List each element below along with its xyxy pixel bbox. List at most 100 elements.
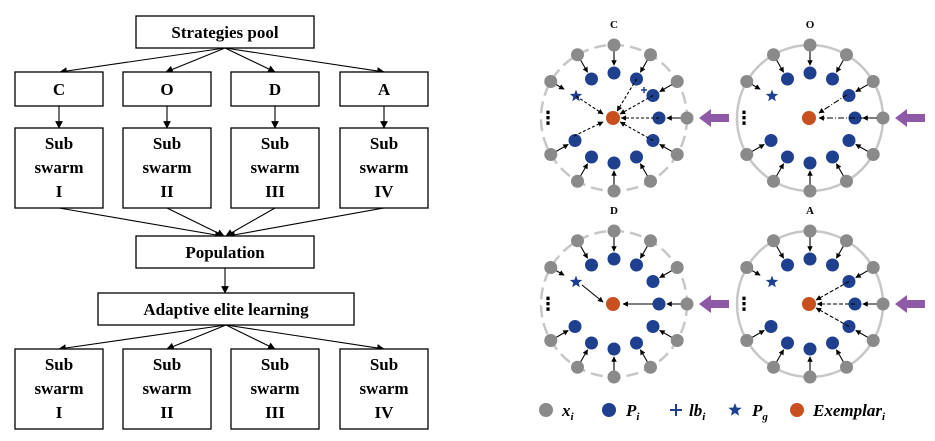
gray-particle: [571, 360, 584, 374]
legend-label-exemplar: Exemplari: [812, 401, 886, 423]
link-line: [573, 121, 604, 137]
blue-particle: [826, 336, 839, 350]
blue-particle: [842, 89, 856, 102]
svg-text:D: D: [269, 80, 281, 99]
gray-particle: [644, 174, 657, 188]
legend-label-pg: Pg: [751, 401, 768, 423]
legend-item-pg: Pg: [728, 401, 768, 423]
gray-particle: [876, 111, 890, 125]
gray-particle: [767, 234, 780, 248]
blue-particle: [585, 72, 598, 86]
gray-particle: [680, 111, 694, 125]
subswarm-top-ii: Sub swarm II: [122, 127, 212, 209]
gray-particle: [866, 261, 880, 274]
svg-text:Sub: Sub: [45, 355, 73, 374]
link-line: [619, 121, 654, 141]
arrow-adaptive-to-subswarm-iii: [225, 324, 276, 350]
panel-title: D: [610, 205, 618, 217]
gray-particle: [767, 360, 780, 374]
arrow-subswarm-ii-to-population: [166, 207, 225, 237]
svg-text:A: A: [378, 80, 391, 99]
svg-text:II: II: [160, 403, 174, 422]
legend-item-x: xi: [539, 401, 575, 423]
blue-particle: [585, 258, 598, 272]
panel-title: O: [806, 19, 815, 31]
gray-particle: [866, 148, 880, 161]
legend-label-lb: lbi: [689, 401, 706, 423]
blue-particle: [607, 252, 621, 266]
link-line: [818, 93, 849, 114]
gray-particle: [644, 360, 657, 374]
star-icon: [765, 275, 779, 288]
orange-dot-icon: [790, 403, 804, 417]
blue-particle: [630, 258, 643, 272]
link-line: [815, 281, 850, 301]
exemplar-particle: [802, 297, 816, 311]
subswarm-bottom-iv: Sub swarm IV: [339, 348, 429, 430]
blue-particle: [764, 320, 778, 333]
blue-particle: [585, 150, 598, 164]
blue-particle: [585, 336, 598, 350]
ellipsis-icon: ⋮: [539, 108, 557, 129]
legend-label-x: xi: [561, 401, 575, 423]
svg-text:I: I: [56, 403, 63, 422]
star-icon: [765, 89, 779, 102]
blue-particle: [826, 150, 839, 164]
svg-text:swarm: swarm: [250, 379, 299, 398]
blue-particle: [803, 342, 817, 356]
gray-particle: [803, 38, 817, 52]
star-icon: [728, 403, 742, 416]
svg-text:C: C: [53, 80, 65, 99]
blue-particle: [781, 336, 794, 350]
svg-text:Sub: Sub: [45, 134, 73, 153]
subswarm-top-iv: Sub swarm IV: [339, 127, 429, 209]
gray-particle: [607, 38, 621, 52]
link-line: [575, 95, 604, 115]
link-line: [815, 307, 850, 327]
blue-particle: [781, 72, 794, 86]
svg-text:Adaptive elite learning: Adaptive elite learning: [143, 300, 309, 319]
strategy-box-c: C: [14, 71, 104, 107]
gray-particle: [767, 48, 780, 62]
legend-item-p: Pi: [602, 401, 640, 423]
subswarm-bottom-iii: Sub swarm III: [230, 348, 320, 430]
gray-particle: [571, 48, 584, 62]
strategy-box-o: O: [122, 71, 212, 107]
svg-text:III: III: [265, 403, 285, 422]
gray-particle: [803, 184, 817, 198]
ellipsis-icon: ⋮: [735, 108, 753, 129]
blue-particle: [607, 342, 621, 356]
panel-c: C⋮: [539, 19, 729, 198]
purple-arrow-icon: [699, 109, 729, 127]
plus-icon: [844, 90, 852, 98]
panel-a: A⋮: [735, 205, 925, 384]
svg-text:Sub: Sub: [261, 134, 289, 153]
strategy-box-d: D: [230, 71, 320, 107]
arrow-pool-to-d: [224, 47, 276, 73]
plus-icon: [641, 87, 647, 93]
arrow-pool-to-o: [165, 47, 226, 73]
link-line: [581, 284, 604, 303]
svg-text:swarm: swarm: [34, 158, 83, 177]
subswarm-top-i: Sub swarm I: [14, 127, 104, 209]
strategy-panels: C⋮O⋮D⋮A⋮: [539, 19, 925, 384]
blue-particle: [764, 134, 778, 147]
svg-text:swarm: swarm: [359, 158, 408, 177]
blue-particle: [646, 275, 660, 288]
gray-particle: [670, 261, 684, 274]
blue-particle: [652, 297, 666, 311]
svg-text:IV: IV: [375, 182, 395, 201]
gray-particle: [740, 334, 754, 347]
arrow-adaptive-to-subswarm-iv: [225, 324, 385, 352]
svg-text:II: II: [160, 182, 174, 201]
arrow-subswarm-i-to-population: [58, 207, 223, 239]
legend-item-lb: lbi: [670, 401, 706, 423]
svg-text:swarm: swarm: [359, 379, 408, 398]
gray-particle: [840, 48, 853, 62]
blue-particle: [568, 134, 582, 147]
gray-particle: [840, 174, 853, 188]
blue-particle: [781, 150, 794, 164]
ellipsis-icon: ⋮: [735, 294, 753, 315]
svg-text:III: III: [265, 182, 285, 201]
svg-text:swarm: swarm: [34, 379, 83, 398]
